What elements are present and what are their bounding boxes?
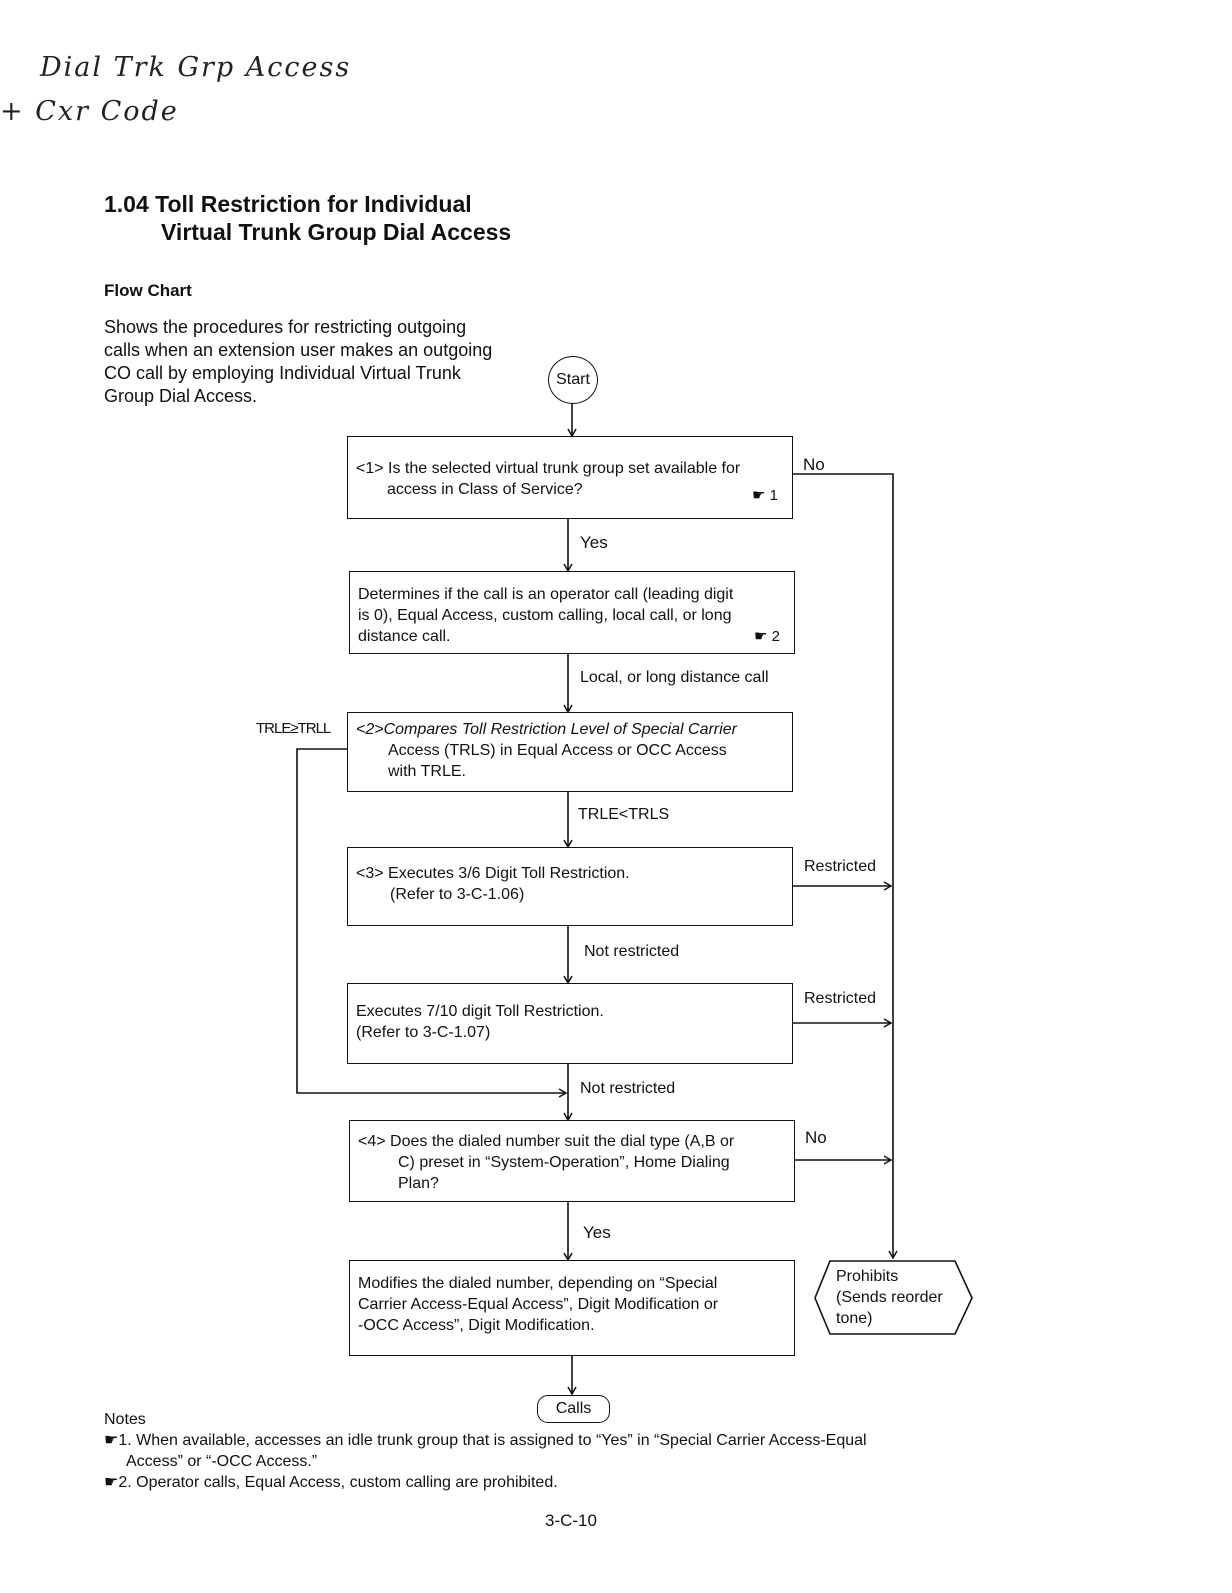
- box2-line2: is 0), Equal Access, custom calling, loc…: [358, 607, 732, 624]
- flow-chart-heading: Flow Chart: [104, 281, 192, 300]
- page-number: 3-C-10: [545, 1511, 597, 1530]
- process-box-4: <3> Executes 3/6 Digit Toll Restriction.…: [347, 847, 793, 926]
- box2-line3: distance call.: [358, 628, 451, 645]
- box7-line3: -OCC Access”, Digit Modification.: [358, 1317, 595, 1334]
- note-2: ☛2. Operator calls, Equal Access, custom…: [104, 1474, 558, 1491]
- intro-line: calls when an extension user makes an ou…: [104, 340, 493, 360]
- prohibits-line2: (Sends reorder: [836, 1289, 943, 1306]
- decision-box-1: <1> Is the selected virtual trunk group …: [347, 436, 793, 519]
- label-restricted-2: Restricted: [804, 990, 877, 1007]
- compare-box-3: <2>Compares Toll Restriction Level of Sp…: [347, 712, 793, 792]
- prohibits-terminal: Prohibits (Sends reorder tone): [836, 1266, 943, 1329]
- box2-line1: Determines if the call is an operator ca…: [358, 586, 734, 603]
- box1-line2: access in Class of Service?: [387, 481, 583, 498]
- box3-line3: with TRLE.: [388, 763, 466, 780]
- box6-line1: <4> Does the dialed number suit the dial…: [358, 1133, 735, 1150]
- label-trle-ge-trll: TRLE≥TRLL: [256, 720, 331, 737]
- label-no-2: No: [805, 1128, 827, 1147]
- box5-line2: (Refer to 3-C-1.07): [356, 1024, 491, 1041]
- box7-line1: Modifies the dialed number, depending on…: [358, 1275, 718, 1292]
- intro-line: Shows the procedures for restricting out…: [104, 317, 467, 337]
- section-title-line1: 1.04 Toll Restriction for Individual: [104, 191, 472, 217]
- note-1-line2: Access” or “-OCC Access.”: [126, 1453, 318, 1470]
- box4-line2: (Refer to 3-C-1.06): [390, 886, 525, 903]
- decision-box-6: <4> Does the dialed number suit the dial…: [349, 1120, 795, 1202]
- handwritten-note-line2: + Cxr Code: [0, 96, 179, 127]
- box5-line1: Executes 7/10 digit Toll Restriction.: [356, 1003, 604, 1020]
- prohibits-line1: Prohibits: [836, 1268, 899, 1285]
- notes-heading: Notes: [104, 1411, 146, 1428]
- label-restricted-1: Restricted: [804, 858, 877, 875]
- process-box-2: Determines if the call is an operator ca…: [349, 571, 795, 654]
- box6-line3: Plan?: [398, 1175, 439, 1192]
- label-not-restricted-2: Not restricted: [580, 1080, 676, 1097]
- note-ref-1: ☛ 1: [752, 487, 778, 504]
- label-yes-1: Yes: [580, 533, 608, 552]
- process-box-7: Modifies the dialed number, depending on…: [349, 1260, 795, 1356]
- note-ref-2: ☛ 2: [754, 628, 780, 645]
- process-box-5: Executes 7/10 digit Toll Restriction. (R…: [347, 983, 793, 1064]
- label-no-1: No: [803, 455, 825, 474]
- box3-line1: <2>Compares Toll Restriction Level of Sp…: [356, 721, 737, 738]
- box4-line1: <3> Executes 3/6 Digit Toll Restriction.: [356, 865, 630, 882]
- box7-line2: Carrier Access-Equal Access”, Digit Modi…: [358, 1296, 719, 1313]
- label-yes-2: Yes: [583, 1223, 611, 1242]
- section-title-line2: Virtual Trunk Group Dial Access: [161, 219, 512, 245]
- box6-line2: C) preset in “System-Operation”, Home Di…: [398, 1154, 730, 1171]
- calls-terminal: Calls: [537, 1395, 610, 1423]
- label-local-long: Local, or long distance call: [580, 669, 769, 686]
- box1-line1: <1> Is the selected virtual trunk group …: [356, 460, 741, 477]
- intro-line: CO call by employing Individual Virtual …: [104, 363, 461, 383]
- label-not-restricted-1: Not restricted: [584, 943, 680, 960]
- handwritten-note-line1: Dial Trk Grp Access: [40, 52, 352, 83]
- prohibits-line3: tone): [836, 1310, 873, 1327]
- start-terminal: Start: [548, 356, 598, 404]
- intro-line: Group Dial Access.: [104, 386, 258, 406]
- intro-text: Shows the procedures for restricting out…: [104, 316, 554, 408]
- box3-line2: Access (TRLS) in Equal Access or OCC Acc…: [388, 742, 727, 759]
- notes-section: Notes ☛1. When available, accesses an id…: [104, 1409, 1004, 1493]
- label-trle-lt-trls: TRLE<TRLS: [578, 806, 670, 823]
- note-1-line1: ☛1. When available, accesses an idle tru…: [104, 1432, 867, 1449]
